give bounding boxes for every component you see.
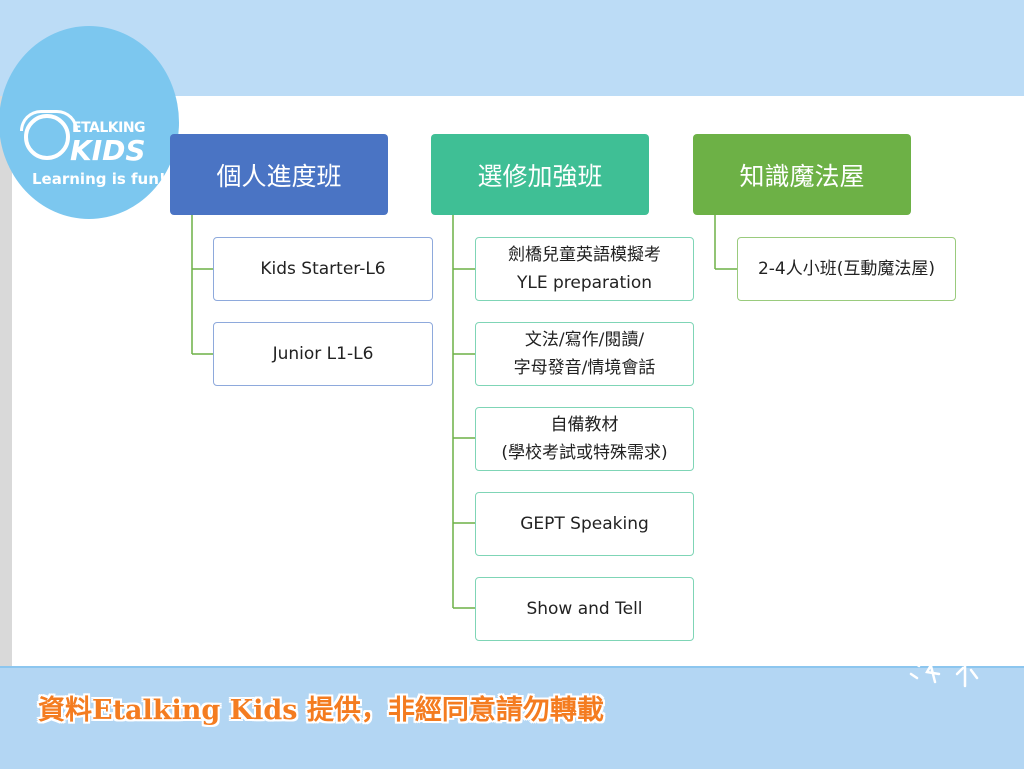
header-personal-progress-class: 個人進度班 [170, 134, 388, 215]
item-text-line2: (學校考試或特殊需求) [501, 443, 668, 463]
list-item: 文法/寫作/閱讀/ 字母發音/情境會話 [475, 322, 694, 386]
bottom-bar [0, 668, 1024, 769]
header-knowledge-magic-house: 知識魔法屋 [693, 134, 911, 215]
list-item: GEPT Speaking [475, 492, 694, 556]
item-text-line2: YLE preparation [516, 273, 653, 293]
item-text-line1: 劍橋兒童英語模擬考 [508, 245, 661, 265]
list-item: 劍橋兒童英語模擬考 YLE preparation [475, 237, 694, 301]
bottom-divider [0, 666, 1024, 669]
left-strip [0, 96, 12, 668]
list-item: 2-4人小班(互動魔法屋) [737, 237, 956, 301]
item-text: GEPT Speaking [520, 514, 649, 534]
signature-mark [907, 602, 979, 688]
handwritten-signature [905, 600, 985, 696]
item-text: Show and Tell [526, 599, 643, 619]
logo-tagline: Learning is fun! [32, 170, 166, 188]
logo-brand-line1: ETALKING [72, 120, 146, 136]
item-text: Kids Starter-L6 [260, 259, 386, 279]
face-icon [24, 114, 70, 160]
item-text-line1: 文法/寫作/閱讀/ [524, 330, 645, 350]
etalking-kids-logo: ETALKING KIDS Learning is fun! [0, 26, 179, 223]
list-item: Junior L1-L6 [213, 322, 433, 386]
item-text: 2-4人小班(互動魔法屋) [757, 259, 936, 279]
header-elective-class: 選修加強班 [431, 134, 649, 215]
list-item: 自備教材 (學校考試或特殊需求) [475, 407, 694, 471]
copyright-watermark: 資料Etalking Kids 提供，非經同意請勿轉載 [38, 695, 604, 726]
list-item: Kids Starter-L6 [213, 237, 433, 301]
item-text-line2: 字母發音/情境會話 [513, 358, 656, 378]
logo-brand-line2: KIDS [70, 134, 146, 167]
list-item: Show and Tell [475, 577, 694, 641]
item-text-line1: 自備教材 [550, 415, 619, 435]
item-text: Junior L1-L6 [272, 344, 374, 364]
